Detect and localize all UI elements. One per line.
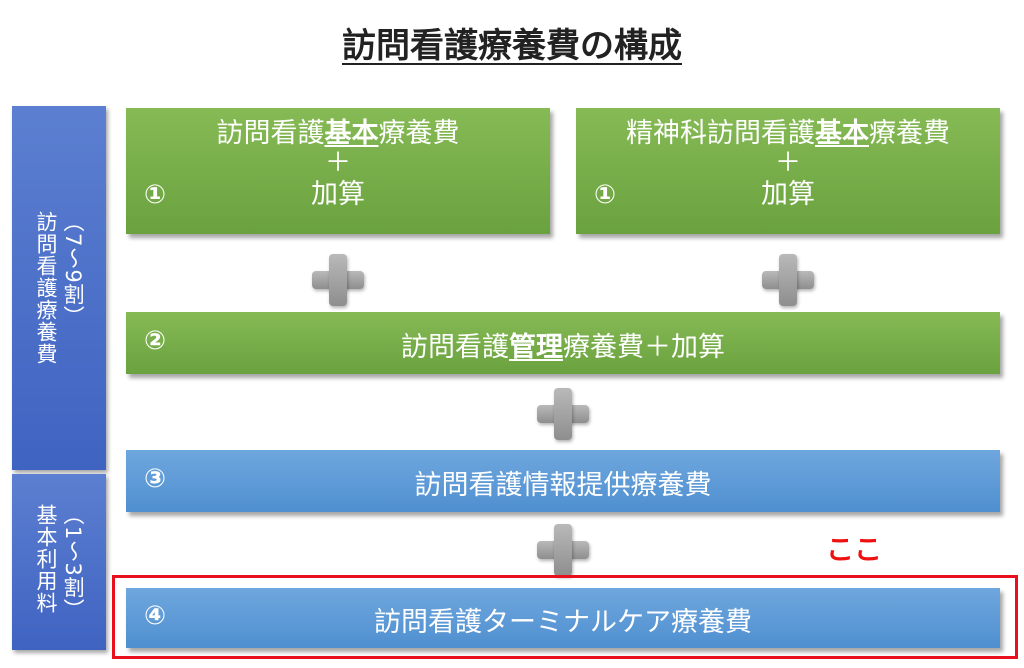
box-psychiatric-basic-fee-emphasis: 基本 xyxy=(815,118,869,149)
page-title: 訪問看護療養費の構成 xyxy=(342,26,682,66)
highlight-frame xyxy=(112,575,1018,659)
box-basic-fee-plus: ＋ xyxy=(324,148,351,179)
sidebar-sub-ratio: （1～3割） xyxy=(61,503,85,621)
sidebar-main-text: 訪問看護療養費 xyxy=(34,211,58,365)
box-management-fee: ② 訪問看護管理療養費＋加算 xyxy=(126,312,1000,374)
box-basic-fee-number: ① xyxy=(144,180,167,210)
sidebar-sub-label: （1～3割） 基本利用料 xyxy=(12,474,106,650)
box-management-fee-text: 訪問看護管理療養費＋加算 xyxy=(126,325,1000,364)
box-psychiatric-basic-fee-number: ① xyxy=(594,180,617,210)
sidebar-main-label: （7～9割） 訪問看護療養費 xyxy=(12,106,106,470)
box-management-fee-pre: 訪問看護 xyxy=(401,332,509,363)
box-psychiatric-basic-fee-plus: ＋ xyxy=(774,148,801,179)
box-psychiatric-basic-fee-pre: 精神科訪問看護 xyxy=(626,118,815,149)
box-psychiatric-basic-fee-post: 療養費 xyxy=(869,118,950,149)
plus-icon xyxy=(762,254,814,306)
box-info-provision-fee: ③ 訪問看護情報提供療養費 xyxy=(126,450,1000,512)
plus-icon xyxy=(537,524,589,576)
box-basic-fee: ① 訪問看護基本療養費 ＋ 加算 xyxy=(126,108,550,234)
box-psychiatric-basic-fee: ① 精神科訪問看護基本療養費 ＋ 加算 xyxy=(576,108,1000,234)
box-terminal-care-fee-number: ④ xyxy=(144,601,167,631)
box-management-fee-number: ② xyxy=(144,326,167,356)
box-psychiatric-basic-fee-text: 精神科訪問看護基本療養費 ＋ 加算 xyxy=(576,118,1000,210)
sidebar-main-ratio: （7～9割） xyxy=(61,211,85,328)
box-basic-fee-pre: 訪問看護 xyxy=(216,118,325,149)
box-basic-fee-addition: 加算 xyxy=(311,178,365,210)
plus-icon xyxy=(537,388,589,440)
box-management-fee-emphasis: 管理 xyxy=(509,332,563,363)
annotation-here: ここ xyxy=(826,533,883,566)
sidebar-sub-text: 基本利用料 xyxy=(34,503,58,614)
box-management-fee-post: 療養費＋加算 xyxy=(563,332,725,363)
plus-icon xyxy=(312,254,364,306)
box-basic-fee-emphasis: 基本 xyxy=(324,118,379,149)
box-psychiatric-basic-fee-addition: 加算 xyxy=(761,178,815,210)
box-info-provision-fee-text: 訪問看護情報提供療養費 xyxy=(414,470,712,501)
box-basic-fee-post: 療養費 xyxy=(378,118,460,149)
box-info-provision-fee-number: ③ xyxy=(144,464,167,494)
box-basic-fee-text: 訪問看護基本療養費 ＋ 加算 xyxy=(126,118,550,210)
box-terminal-care-fee-text: 訪問看護ターミナルケア療養費 xyxy=(374,607,752,638)
box-terminal-care-fee: ④ 訪問看護ターミナルケア療養費 xyxy=(126,588,1000,648)
